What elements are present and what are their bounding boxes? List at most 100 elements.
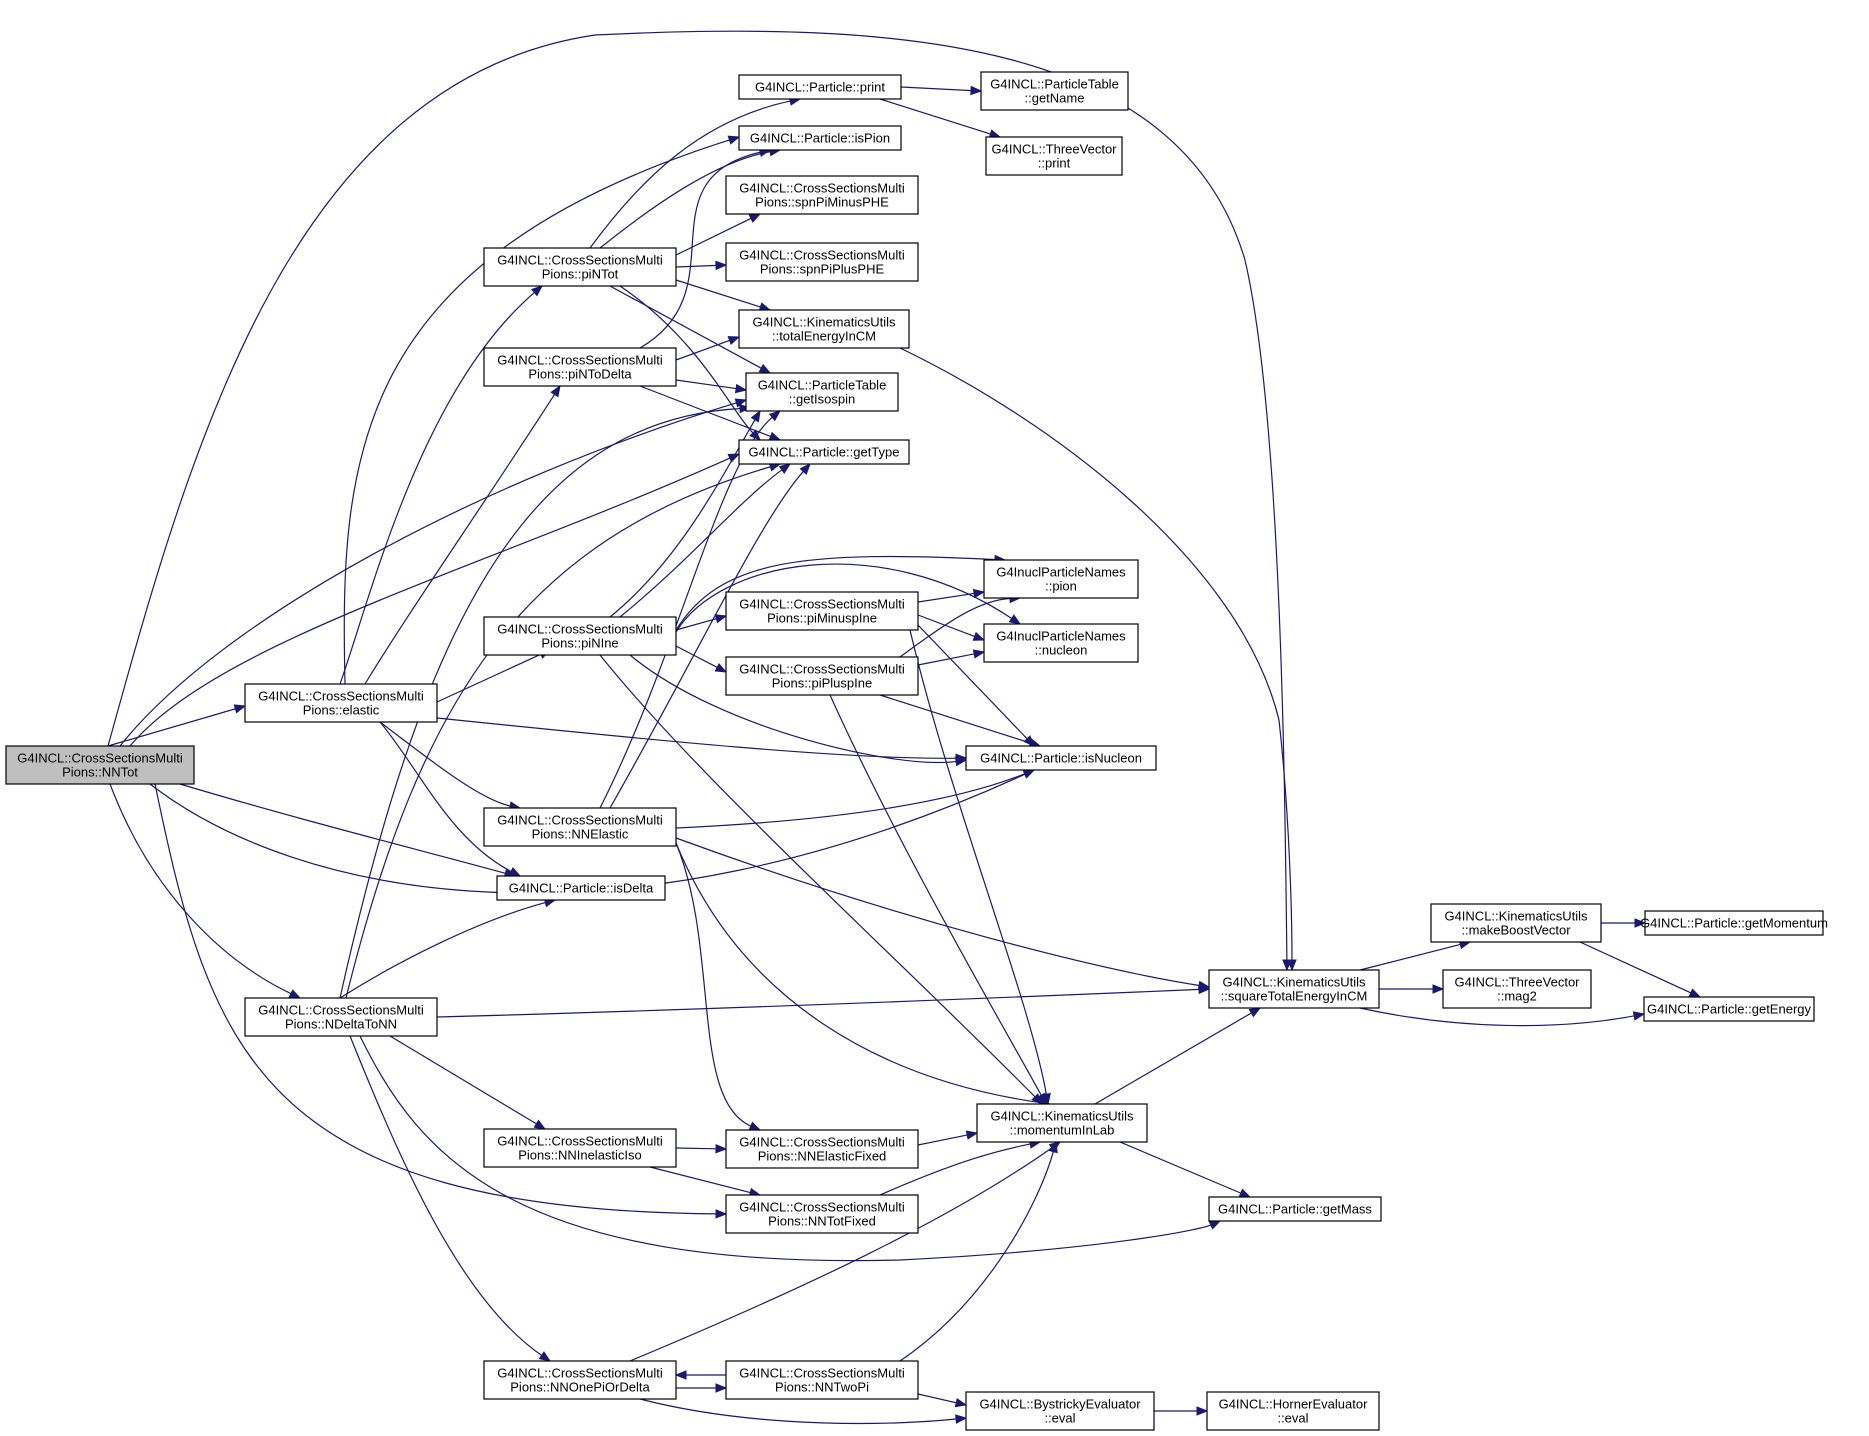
edge-elastic-to-isDelta xyxy=(379,721,522,877)
node-label-line: G4InuclParticleNames xyxy=(996,565,1126,580)
edge-NNTot-to-elastic xyxy=(107,704,247,747)
node-label-line: G4INCL::CrossSectionsMulti xyxy=(17,751,183,766)
node-label-line: G4INCL::Particle::print xyxy=(755,80,885,95)
arrowhead-icon xyxy=(1248,1007,1262,1018)
edge-makeBoostVector-to-getEnergy xyxy=(1579,941,1702,998)
edge-line xyxy=(339,901,547,999)
node-totalEnergyInCM[interactable]: G4INCL::KinematicsUtils::totalEnergyInCM xyxy=(738,309,910,349)
node-piMinuspIne[interactable]: G4INCL::CrossSectionsMultiPions::piMinus… xyxy=(725,591,919,631)
edge-line xyxy=(345,465,772,999)
node-NNInelasticIso[interactable]: G4INCL::CrossSectionsMultiPions::NNInela… xyxy=(483,1128,677,1168)
arrowhead-icon xyxy=(748,1121,762,1131)
node-isDelta[interactable]: G4INCL::Particle::isDelta xyxy=(496,875,666,901)
node-makeBoostVector[interactable]: G4INCL::KinematicsUtils::makeBoostVector xyxy=(1430,903,1602,943)
node-squareTotalEnergyInCM[interactable]: G4INCL::KinematicsUtils::squareTotalEner… xyxy=(1208,969,1380,1009)
arrowhead-icon xyxy=(734,398,748,408)
edge-NDeltaToNN-to-getMass xyxy=(359,1035,1222,1262)
node-isNucleon[interactable]: G4INCL::Particle::isNucleon xyxy=(965,745,1157,771)
node-NDeltaToNN[interactable]: G4INCL::CrossSectionsMultiPions::NDeltaT… xyxy=(244,997,438,1037)
node-NNOnePiOrDelta[interactable]: G4INCL::CrossSectionsMultiPions::NNOnePi… xyxy=(483,1360,677,1400)
node-box xyxy=(965,1391,1155,1431)
node-nucleon[interactable]: G4InuclParticleNames::nucleon xyxy=(983,623,1139,663)
node-tvPrint[interactable]: G4INCL::ThreeVector::print xyxy=(985,136,1123,176)
node-box xyxy=(738,309,910,349)
edge-line xyxy=(629,1146,1054,1362)
node-label-line: Pions::NNElasticFixed xyxy=(758,1149,887,1164)
node-getEnergy[interactable]: G4INCL::Particle::getEnergy xyxy=(1643,996,1815,1022)
node-label-line: G4INCL::Particle::isNucleon xyxy=(980,751,1142,766)
arrowhead-icon xyxy=(972,631,986,641)
edge-elastic-to-NNElastic xyxy=(379,721,522,811)
edge-line xyxy=(119,402,738,747)
node-box xyxy=(725,1360,919,1400)
node-NNTotFixed[interactable]: G4INCL::CrossSectionsMultiPions::NNTotFi… xyxy=(725,1194,919,1234)
node-spnPiPlusPHE[interactable]: G4INCL::CrossSectionsMultiPions::spnPiPl… xyxy=(725,242,919,282)
edge-line xyxy=(829,694,1043,1097)
node-label-line: G4INCL::CrossSectionsMulti xyxy=(739,597,905,612)
node-box xyxy=(738,74,902,100)
node-NNElasticFixed[interactable]: G4INCL::CrossSectionsMultiPions::NNElast… xyxy=(725,1129,919,1169)
edge-elastic-to-piNToDelta xyxy=(364,384,561,685)
edge-line xyxy=(436,653,543,703)
node-box xyxy=(1208,969,1380,1009)
edge-line xyxy=(675,563,1013,633)
node-hornerEval[interactable]: G4INCL::HornerEvaluator::eval xyxy=(1206,1391,1380,1431)
node-print[interactable]: G4INCL::Particle::print xyxy=(738,74,902,100)
edge-line xyxy=(917,1393,958,1404)
node-getMass[interactable]: G4INCL::Particle::getMass xyxy=(1208,1196,1382,1222)
node-label-line: G4INCL::CrossSectionsMulti xyxy=(739,1366,905,1381)
arrowhead-icon xyxy=(768,431,782,441)
node-pion[interactable]: G4InuclParticleNames::pion xyxy=(983,559,1139,599)
node-getIsospin[interactable]: G4INCL::ParticleTable::getIsospin xyxy=(745,372,899,412)
edge-elastic-to-isPion xyxy=(343,135,741,685)
edge-piPluspIne-to-nucleon xyxy=(917,649,986,666)
node-box xyxy=(483,247,677,287)
node-box xyxy=(725,656,919,696)
node-box xyxy=(483,616,677,656)
node-label-line: G4INCL::CrossSectionsMulti xyxy=(739,248,905,263)
node-label-line: Pions::NNOnePiOrDelta xyxy=(510,1380,650,1395)
edge-NNTot-to-NNTotFixed xyxy=(154,783,728,1219)
edge-line xyxy=(899,597,1012,658)
node-label-line: G4INCL::Particle::getEnergy xyxy=(1647,1002,1812,1017)
edge-line xyxy=(109,783,293,995)
node-box xyxy=(1643,996,1815,1022)
node-getType[interactable]: G4INCL::Particle::getType xyxy=(738,439,910,465)
node-label-line: G4INCL::HornerEvaluator xyxy=(1219,1397,1369,1412)
arrowhead-icon xyxy=(538,1351,552,1362)
arrowhead-icon xyxy=(758,363,772,374)
node-box xyxy=(483,1128,677,1168)
edge-line xyxy=(899,1150,1055,1362)
node-spnPiMinusPHE[interactable]: G4INCL::CrossSectionsMultiPions::spnPiMi… xyxy=(725,175,919,215)
node-label-line: G4INCL::KinematicsUtils xyxy=(1444,909,1588,924)
node-box xyxy=(738,439,910,465)
edge-line xyxy=(339,407,742,999)
edge-line xyxy=(339,291,536,685)
node-label-line: ::pion xyxy=(1045,579,1077,594)
node-label-line: ::squareTotalEnergyInCM xyxy=(1221,989,1368,1004)
arrowhead-icon xyxy=(972,649,986,659)
node-piNToDelta[interactable]: G4INCL::CrossSectionsMultiPions::piNToDe… xyxy=(483,347,677,387)
node-getName[interactable]: G4INCL::ParticleTable::getName xyxy=(980,71,1129,111)
edge-line xyxy=(107,30,1288,962)
arrowhead-icon xyxy=(750,409,761,423)
node-piPluspIne[interactable]: G4INCL::CrossSectionsMultiPions::piPlusp… xyxy=(725,656,919,696)
node-getMomentum[interactable]: G4INCL::Particle::getMomentum xyxy=(1640,910,1828,936)
node-mag2[interactable]: G4INCL::ThreeVector::mag2 xyxy=(1442,969,1592,1009)
node-NNElastic[interactable]: G4INCL::CrossSectionsMultiPions::NNElast… xyxy=(483,807,677,847)
edge-line xyxy=(364,393,556,685)
node-isPion[interactable]: G4INCL::Particle::isPion xyxy=(738,125,902,151)
node-box xyxy=(483,807,677,847)
node-label-line: G4INCL::Particle::getType xyxy=(748,445,899,460)
node-momentumInLab[interactable]: G4INCL::KinematicsUtils::momentumInLab xyxy=(976,1103,1148,1143)
node-label-line: G4INCL::CrossSectionsMulti xyxy=(739,1135,905,1150)
node-label-line: ::mag2 xyxy=(1497,989,1537,1004)
node-bystrickyEval[interactable]: G4INCL::BystrickyEvaluator::eval xyxy=(965,1391,1155,1431)
arrowhead-icon xyxy=(715,1209,728,1219)
edge-line xyxy=(675,1147,718,1150)
